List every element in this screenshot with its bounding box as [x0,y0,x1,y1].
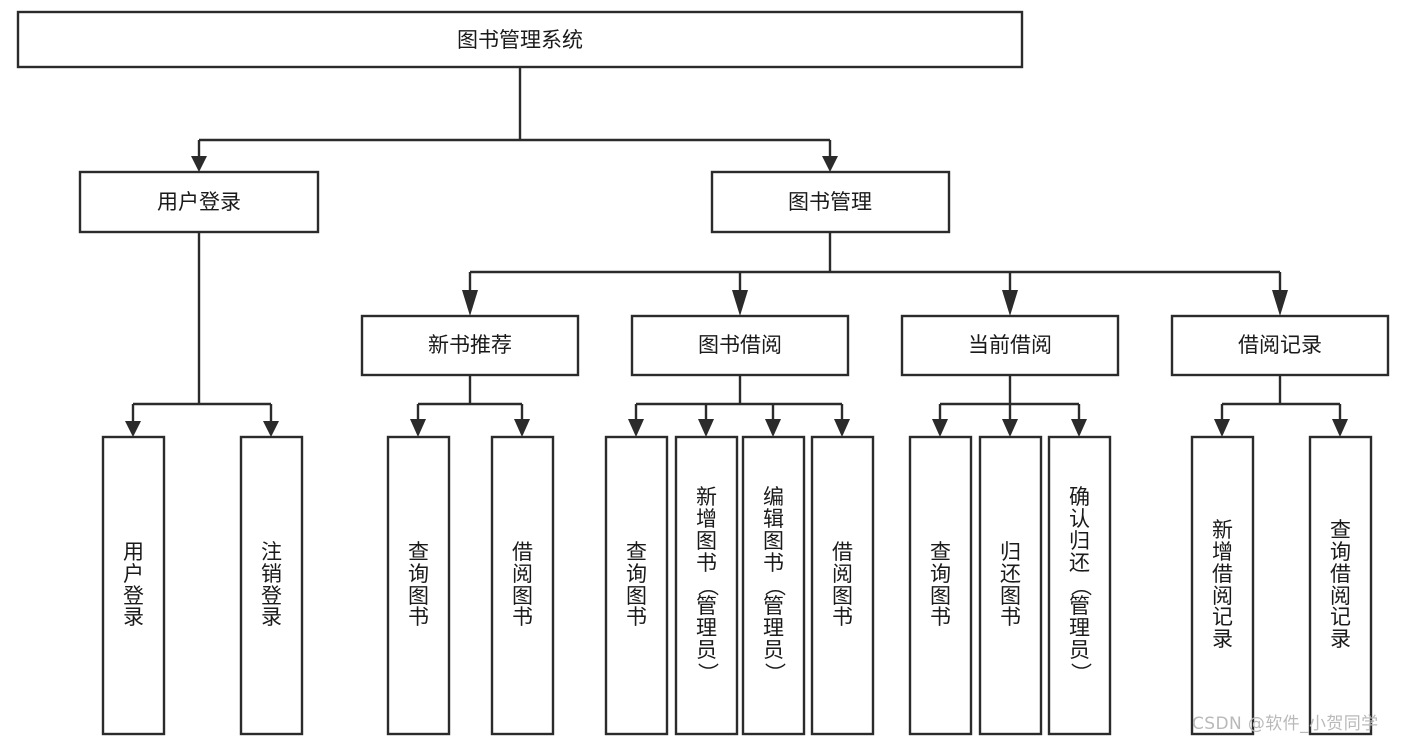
node-book-borrow[interactable] [630,314,850,377]
arrow-new-book-leaf1 [410,419,426,437]
node-layer: 图书管理系统 用户登录 图书管理 新书推荐 图书借阅 当前借阅 借阅记录 [16,10,1390,736]
node-book-borrow-label: 图书借阅 [698,333,782,357]
arrow-user-login-leaf2 [263,421,279,437]
node-book-management-label: 图书管理 [788,190,872,214]
node-leaf-query-borrow-record[interactable] [1308,435,1373,736]
node-leaf-query-book-1[interactable] [386,435,451,736]
node-user-login[interactable] [78,170,320,234]
arrow-borrow-record-leaf2 [1332,419,1348,437]
node-leaf-logout-login[interactable] [239,435,304,736]
node-root-book-management-system[interactable] [16,10,1024,69]
arrow-current-borrow-leaf2 [1002,419,1018,437]
node-new-book-recommend-label: 新书推荐 [428,333,512,357]
node-leaf-add-book-admin[interactable] [674,435,739,736]
node-leaf-borrow-book-1[interactable] [490,435,555,736]
node-new-book-recommend[interactable] [360,314,580,377]
node-borrow-record[interactable] [1170,314,1390,377]
node-current-borrow[interactable] [900,314,1120,377]
node-borrow-record-label: 借阅记录 [1238,333,1322,357]
arrow-bm-to-borrow-record [1272,290,1288,316]
arrow-current-borrow-leaf1 [932,419,948,437]
watermark: CSDN @软件_小贺同学 [1192,714,1379,734]
node-leaf-add-borrow-record[interactable] [1190,435,1255,736]
node-leaf-return-book[interactable] [978,435,1043,736]
arrow-book-borrow-leaf2 [698,419,714,437]
node-leaf-query-book-2[interactable] [604,435,669,736]
node-leaf-confirm-return-admin[interactable] [1047,435,1112,736]
node-leaf-edit-book-admin[interactable] [741,435,806,736]
arrow-book-borrow-leaf4 [834,419,850,437]
node-book-management[interactable] [710,170,951,234]
connector-layer [125,67,1348,437]
arrow-user-login-leaf1 [125,421,141,437]
arrow-book-borrow-leaf1 [628,419,644,437]
arrow-bm-to-current-borrow [1002,290,1018,316]
arrow-borrow-record-leaf1 [1214,419,1230,437]
arrow-book-borrow-leaf3 [765,419,781,437]
node-leaf-borrow-book-2[interactable] [810,435,875,736]
arrow-new-book-leaf2 [514,419,530,437]
node-leaf-query-book-3[interactable] [908,435,973,736]
node-user-login-label: 用户登录 [157,190,241,214]
arrow-current-borrow-leaf3 [1071,419,1087,437]
arrow-bm-to-book-borrow [732,290,748,316]
arrow-root-to-book-management [822,156,838,172]
node-root-label: 图书管理系统 [457,28,583,52]
arrow-root-to-user-login [191,156,207,172]
node-current-borrow-label: 当前借阅 [968,333,1052,357]
node-leaf-user-login[interactable] [101,435,166,736]
arrow-bm-to-new-book [462,290,478,316]
